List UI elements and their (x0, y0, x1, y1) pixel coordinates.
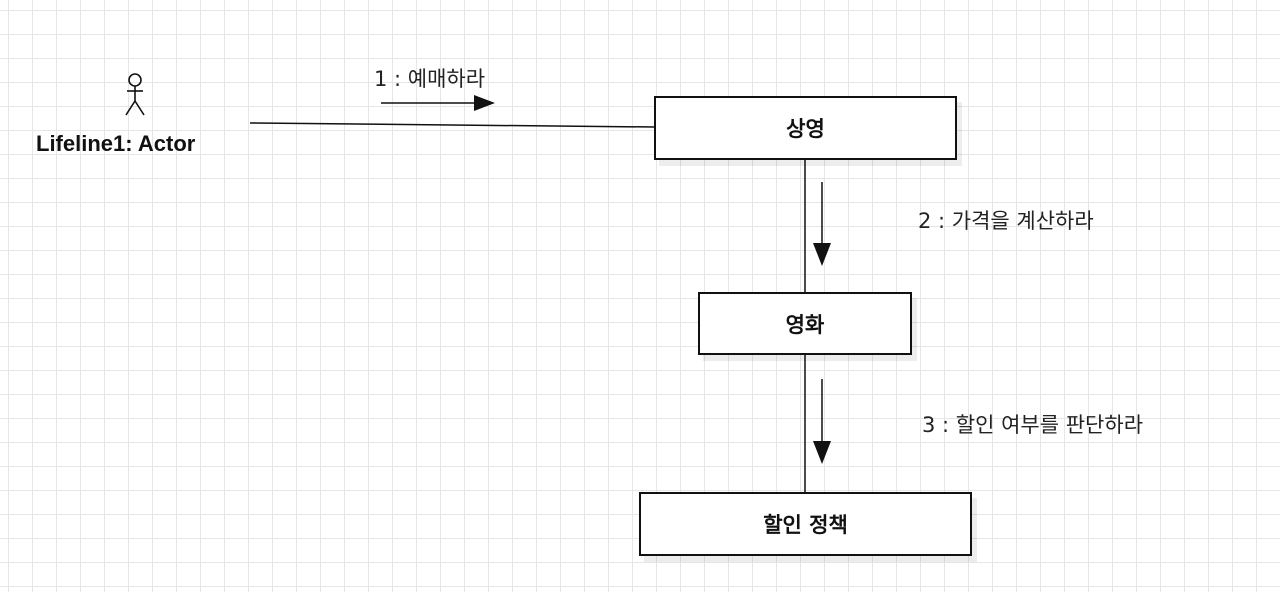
actor-label: Lifeline1: Actor (36, 131, 196, 156)
object-discount-policy-label: 할인 정책 (763, 513, 848, 537)
object-screening-label: 상영 (786, 117, 825, 141)
object-movie-label: 영화 (785, 312, 825, 337)
message-arrow-2 (813, 182, 831, 266)
object-screening[interactable]: 상영 (654, 96, 957, 160)
object-movie[interactable]: 영화 (698, 292, 912, 355)
object-discount-policy[interactable]: 할인 정책 (639, 492, 972, 556)
message-arrow-1 (381, 95, 495, 111)
message-label-2: 2 : 가격을 계산하라 (918, 209, 1094, 233)
message-label-3: 3 : 할인 여부를 판단하라 (922, 413, 1144, 437)
message-label-1: 1 : 예매하라 (374, 67, 486, 91)
actor-icon[interactable] (125, 73, 145, 116)
link-actor-screening[interactable] (249, 122, 655, 128)
message-arrow-3 (813, 379, 831, 464)
